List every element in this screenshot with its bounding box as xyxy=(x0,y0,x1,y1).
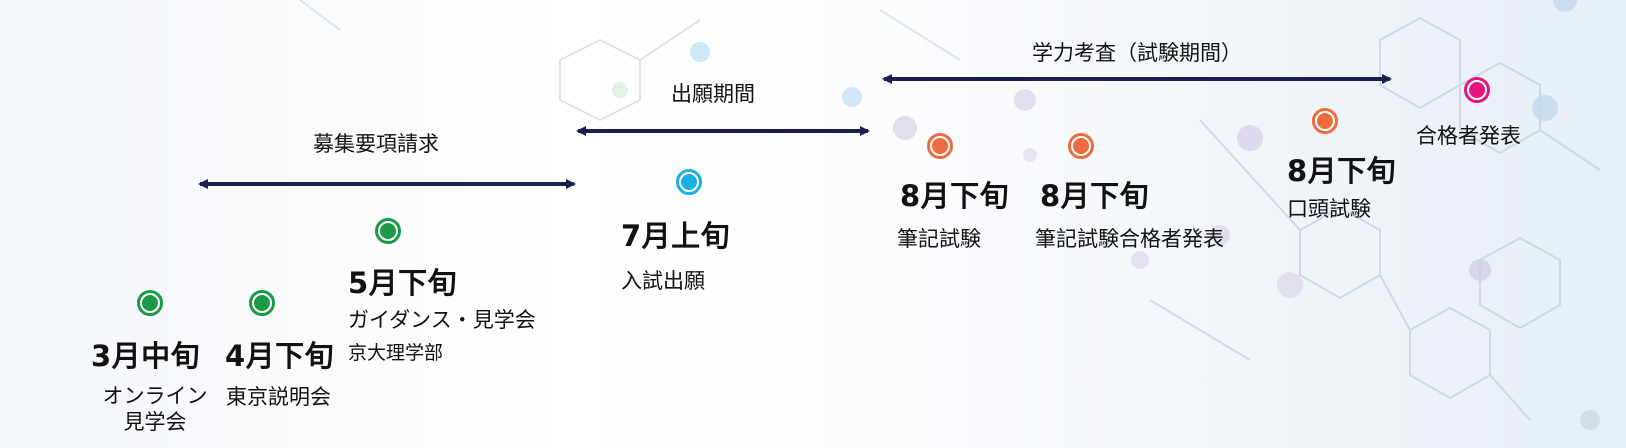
event-date: 4月下旬 xyxy=(225,339,335,373)
event-marker-cyan xyxy=(676,169,702,195)
event-marker-magenta xyxy=(1464,77,1490,103)
event-marker-orange xyxy=(927,133,953,159)
event-date: 8月下旬 xyxy=(1287,154,1397,188)
event-description: 京大理学部 xyxy=(348,342,444,364)
event-description: オンライン 見学会 xyxy=(102,384,208,434)
event-description: 東京説明会 xyxy=(226,385,331,409)
event-marker-green xyxy=(137,290,163,316)
event-marker-orange xyxy=(1312,108,1338,134)
event-description: ガイダンス・見学会 xyxy=(348,308,536,332)
event-description: 筆記試験 xyxy=(897,227,981,251)
event-date: 8月下旬 xyxy=(900,179,1010,213)
event-description: 筆記試験合格者発表 xyxy=(1035,227,1224,251)
event-date: 3月中旬 xyxy=(91,339,201,373)
event-date: 5月下旬 xyxy=(348,266,458,300)
exam-period-label: 学力考査（試験期間） xyxy=(1032,41,1242,65)
application-period-label: 出願期間 xyxy=(671,82,755,106)
event-marker-orange xyxy=(1068,133,1094,159)
event-description: 入試出願 xyxy=(621,269,705,293)
event-description: 合格者発表 xyxy=(1416,124,1521,148)
event-date: 7月上旬 xyxy=(621,219,731,253)
event-marker-green xyxy=(249,290,275,316)
event-description: 口頭試験 xyxy=(1287,197,1371,221)
event-marker-green xyxy=(375,218,401,244)
request-period-label: 募集要項請求 xyxy=(313,132,439,156)
event-date: 8月下旬 xyxy=(1040,179,1150,213)
